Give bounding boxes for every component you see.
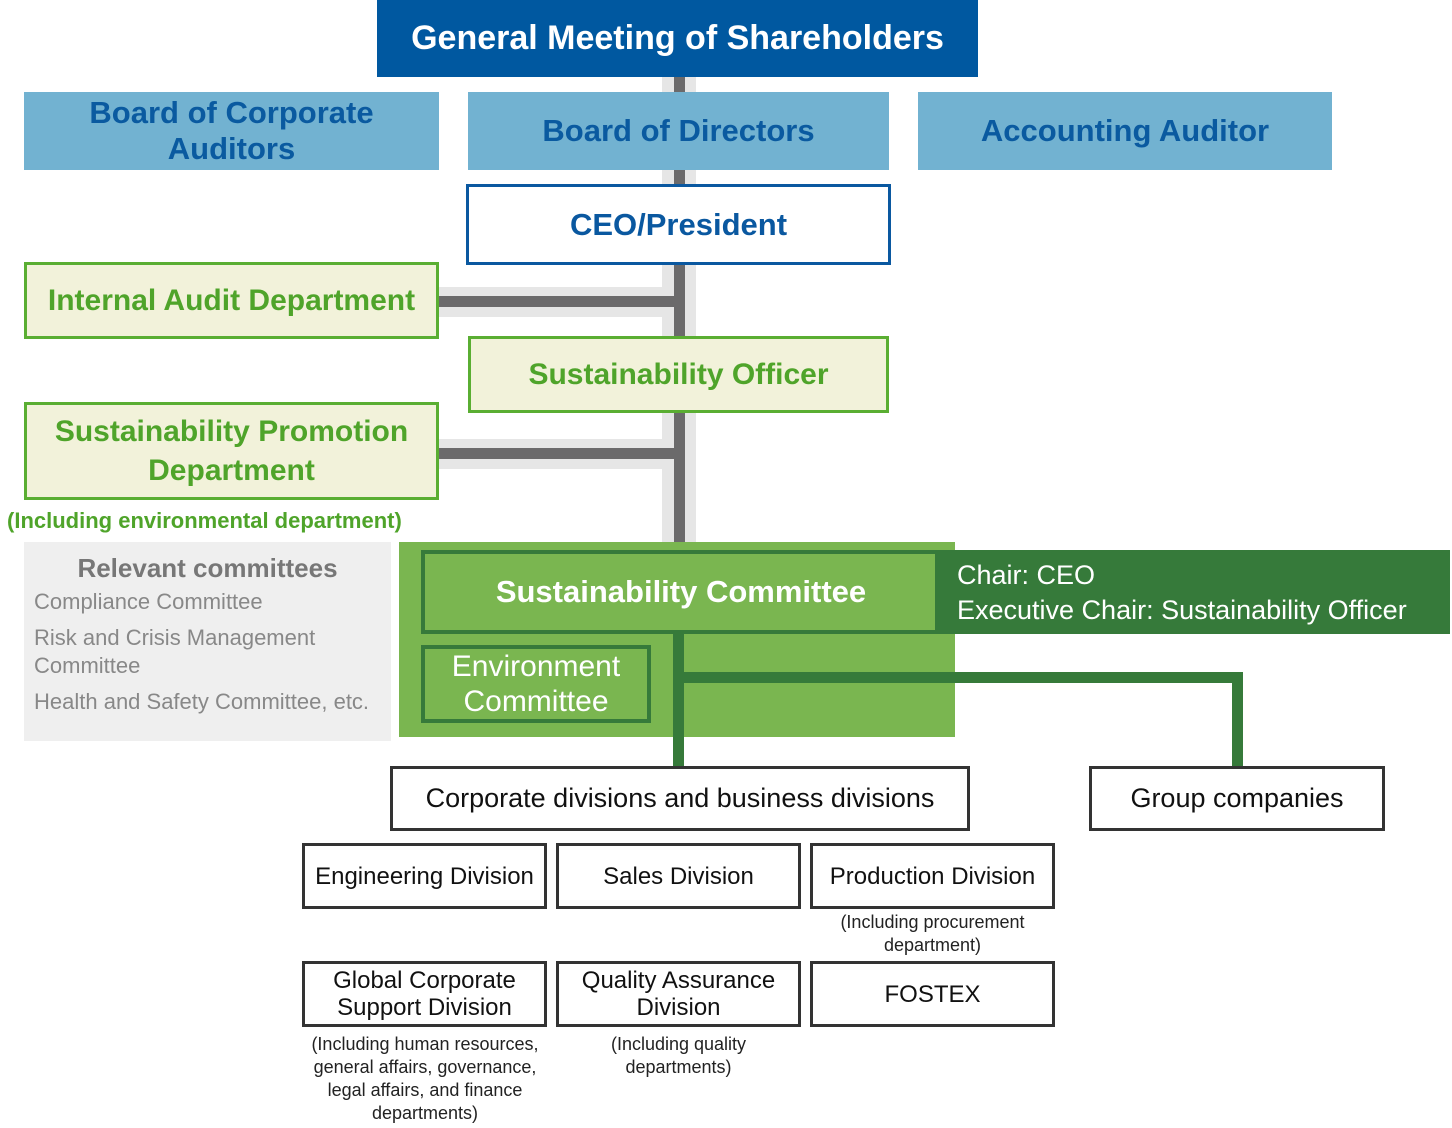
global-corporate-support-division: Global Corporate Support Division (302, 961, 547, 1027)
relevant-committee-item: Health and Safety Committee, etc. (34, 689, 370, 714)
chair-panel: Chair: CEO Executive Chair: Sustainabili… (935, 550, 1450, 634)
executive-chair-text: Executive Chair: Sustainability Officer (957, 595, 1407, 625)
accounting-auditor: Accounting Auditor (918, 92, 1332, 170)
sustainability-officer: Sustainability Officer (468, 336, 889, 413)
quality-assurance-division: Quality Assurance Division (556, 961, 801, 1027)
internal-audit-department: Internal Audit Department (24, 262, 439, 339)
board-of-corporate-auditors: Board of Corporate Auditors (24, 92, 439, 170)
chair-text: Chair: CEO (957, 560, 1096, 590)
production-note: (Including procurement department) (840, 912, 1025, 955)
relevant-committees: Relevant committees Compliance Committee… (24, 542, 391, 741)
fostex-division: FOSTEX (810, 961, 1055, 1027)
sustainability-committee: Sustainability Committee (421, 550, 937, 634)
relevant-committee-item: Risk and Crisis Management Committee (34, 625, 316, 678)
quality-note: (Including quality departments) (610, 1034, 747, 1077)
connector-line (673, 632, 684, 768)
global-support-note: (Including human resources, general affa… (311, 1034, 539, 1123)
group-companies-box: Group companies (1089, 766, 1385, 831)
sustainability-promotion-department: Sustainability Promotion Department (24, 402, 439, 500)
environment-committee: Environment Committee (421, 645, 651, 723)
connector-line (439, 296, 679, 307)
relevant-committees-title: Relevant committees (77, 553, 338, 583)
connector-line (674, 77, 685, 545)
production-division: Production Division (810, 843, 1055, 909)
connector-line (1232, 672, 1243, 768)
board-of-directors: Board of Directors (468, 92, 889, 170)
ceo-president: CEO/President (466, 184, 891, 265)
engineering-division: Engineering Division (302, 843, 547, 909)
connector-line (673, 672, 1243, 683)
sales-division: Sales Division (556, 843, 801, 909)
promotion-note: (Including environmental department) (7, 508, 402, 533)
relevant-committee-item: Compliance Committee (34, 589, 263, 614)
connector-line (439, 448, 679, 459)
corporate-divisions-box: Corporate divisions and business divisio… (390, 766, 970, 831)
shareholders-box: General Meeting of Shareholders (377, 0, 978, 77)
